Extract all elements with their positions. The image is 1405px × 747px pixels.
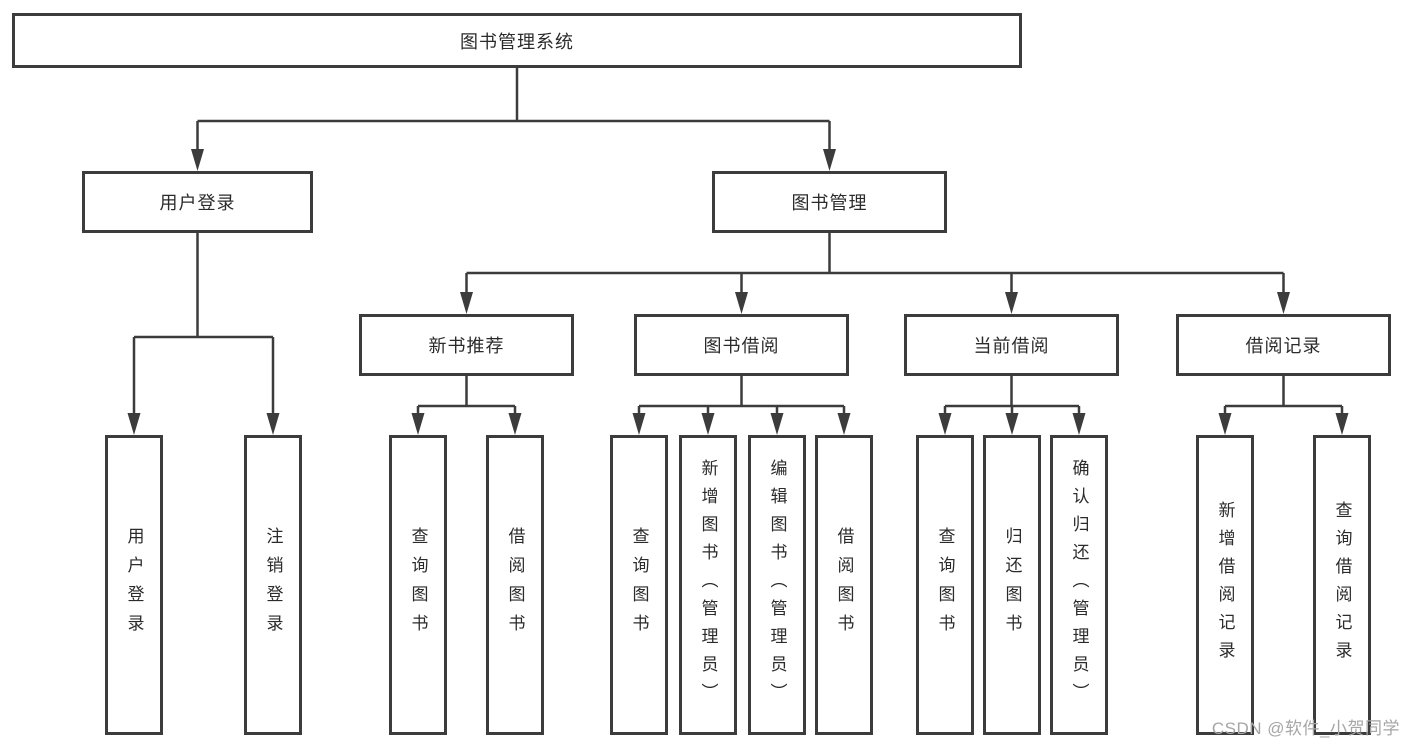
leaf-return-books: 归还图书 bbox=[983, 435, 1041, 735]
leaf-confirm-return-admin-label: 确认归还（管理员） bbox=[1069, 459, 1089, 711]
leaf-query-borrow-record: 查询借阅记录 bbox=[1313, 435, 1371, 735]
leaf-add-borrow-record: 新增借阅记录 bbox=[1196, 435, 1254, 735]
arrowhead bbox=[508, 413, 522, 435]
node-root-label: 图书管理系统 bbox=[460, 31, 574, 52]
leaf-user-login: 用户登录 bbox=[105, 435, 163, 735]
arrowhead bbox=[1005, 413, 1019, 435]
arrowhead bbox=[1335, 413, 1349, 435]
node-book-management-label: 图书管理 bbox=[791, 193, 868, 213]
leaf-current-query-books: 查询图书 bbox=[916, 435, 974, 735]
arrowhead bbox=[632, 413, 646, 435]
leaf-borrow-query-books-label: 查询图书 bbox=[629, 527, 649, 643]
connector-current-borrow bbox=[943, 376, 1081, 413]
leaf-newbook-query-books: 查询图书 bbox=[389, 435, 447, 735]
connector-user-login bbox=[132, 233, 275, 413]
leaf-borrow-query-books: 查询图书 bbox=[610, 435, 668, 735]
node-user-login: 用户登录 bbox=[82, 171, 313, 233]
leaf-confirm-return-admin: 确认归还（管理员） bbox=[1050, 435, 1108, 735]
node-borrow-records: 借阅记录 bbox=[1176, 314, 1391, 376]
node-root: 图书管理系统 bbox=[12, 13, 1022, 68]
leaf-user-login-label: 用户登录 bbox=[124, 527, 144, 643]
arrowhead bbox=[823, 149, 836, 171]
leaf-add-books-admin: 新增图书（管理员） bbox=[679, 435, 737, 735]
leaf-newbook-borrow-books-label: 借阅图书 bbox=[505, 527, 525, 643]
node-book-borrow-label: 图书借阅 bbox=[703, 336, 780, 356]
leaf-add-borrow-record-label: 新增借阅记录 bbox=[1215, 501, 1235, 669]
arrowhead bbox=[837, 413, 851, 435]
arrowhead bbox=[1218, 413, 1232, 435]
leaf-edit-books-admin-label: 编辑图书（管理员） bbox=[767, 459, 787, 711]
connector-new-book bbox=[416, 376, 517, 413]
arrowhead bbox=[1005, 292, 1018, 314]
node-borrow-records-label: 借阅记录 bbox=[1245, 336, 1322, 356]
leaf-return-books-label: 归还图书 bbox=[1002, 527, 1022, 643]
node-user-login-label: 用户登录 bbox=[159, 193, 236, 213]
leaf-add-books-admin-label: 新增图书（管理员） bbox=[698, 459, 718, 711]
connector-root bbox=[196, 68, 831, 149]
arrowhead bbox=[701, 413, 715, 435]
node-book-management: 图书管理 bbox=[712, 171, 947, 233]
leaf-edit-books-admin: 编辑图书（管理员） bbox=[748, 435, 806, 735]
leaf-current-query-books-label: 查询图书 bbox=[935, 527, 955, 643]
connector-book-borrow bbox=[637, 376, 846, 413]
node-book-borrow: 图书借阅 bbox=[634, 314, 849, 376]
arrowhead bbox=[938, 413, 952, 435]
arrowhead bbox=[191, 149, 204, 171]
arrowhead bbox=[460, 292, 473, 314]
arrowhead bbox=[770, 413, 784, 435]
leaf-logout: 注销登录 bbox=[244, 435, 302, 735]
connector-borrow-records bbox=[1223, 376, 1344, 413]
node-new-book-recommend: 新书推荐 bbox=[359, 314, 574, 376]
node-current-borrow-label: 当前借阅 bbox=[973, 336, 1050, 356]
arrowhead bbox=[127, 413, 141, 435]
arrowhead bbox=[266, 413, 280, 435]
arrowhead bbox=[1277, 292, 1290, 314]
arrowhead bbox=[1072, 413, 1086, 435]
leaf-newbook-query-books-label: 查询图书 bbox=[408, 527, 428, 643]
leaf-query-borrow-record-label: 查询借阅记录 bbox=[1332, 501, 1352, 669]
leaf-logout-label: 注销登录 bbox=[263, 527, 283, 643]
leaf-borrow-borrow-books: 借阅图书 bbox=[815, 435, 873, 735]
node-new-book-recommend-label: 新书推荐 bbox=[428, 336, 505, 356]
leaf-borrow-borrow-books-label: 借阅图书 bbox=[834, 527, 854, 643]
csdn-watermark: CSDN @软件_小贺同学 bbox=[1211, 719, 1400, 738]
node-current-borrow: 当前借阅 bbox=[904, 314, 1119, 376]
connector-book-management bbox=[465, 233, 1285, 292]
arrowhead bbox=[735, 292, 748, 314]
leaf-newbook-borrow-books: 借阅图书 bbox=[486, 435, 544, 735]
arrowhead bbox=[411, 413, 425, 435]
